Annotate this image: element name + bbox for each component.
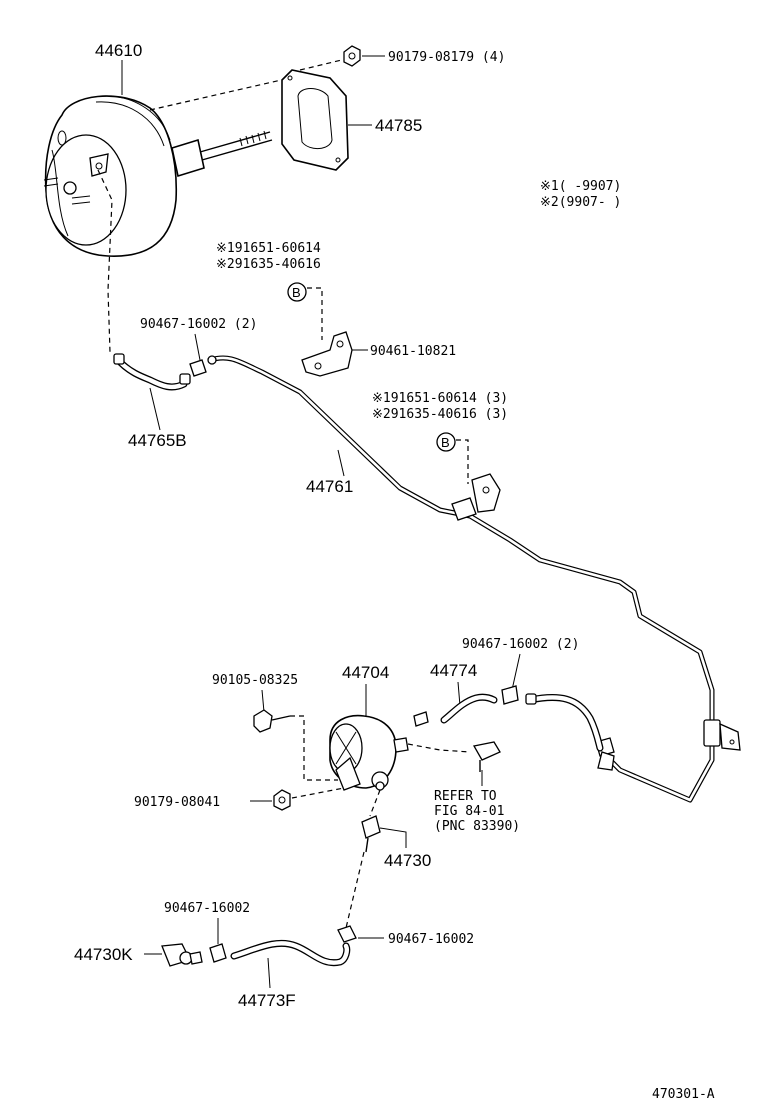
label-44773f: 44773F [238, 991, 296, 1010]
bolt [253, 709, 291, 733]
right-clip [501, 685, 519, 705]
hose-44765b [113, 353, 191, 391]
valve-k [161, 943, 203, 967]
label-44761: 44761 [306, 477, 353, 496]
clip-single-b [337, 925, 357, 943]
label-44730k: 44730K [74, 945, 133, 964]
hose-44774 [440, 693, 498, 724]
label-90179-08041: 90179-08041 [134, 795, 220, 810]
marker-b-circle [287, 282, 307, 302]
clip-single-a [209, 943, 227, 963]
clip-pair [189, 359, 207, 377]
label-clip-single-b: 90467-16002 [388, 932, 474, 947]
label-44785: 44785 [375, 116, 422, 135]
label-clip-pair-2: 90467-16002 (2) [462, 637, 579, 652]
label-44610: 44610 [95, 41, 142, 60]
vacuum-pipe [207, 355, 741, 803]
label-90179-08179: 90179-08179 (4) [388, 50, 505, 65]
note-2: ※2(9907- ) [540, 195, 621, 210]
sensor-port [472, 741, 501, 772]
small-clip-left [413, 711, 429, 727]
pump-nut [273, 789, 291, 811]
label-refer-1: REFER TO [434, 789, 497, 804]
clamp-bracket [301, 331, 353, 377]
marker-b2: B [441, 435, 450, 450]
vacuum-pump [329, 714, 409, 791]
marker-b2-circle [436, 432, 456, 452]
brake-booster [43, 95, 273, 257]
label-clip-pair: 90467-16002 (2) [140, 317, 257, 332]
label-clamp-b-2: ※291635-40616 (3) [372, 407, 508, 422]
label-44730: 44730 [384, 851, 431, 870]
check-valve [361, 781, 385, 853]
label-clamp-b-1: ※191651-60614 (3) [372, 391, 508, 406]
label-refer-3: (PNC 83390) [434, 819, 520, 834]
label-clip-single-a: 90467-16002 [164, 901, 250, 916]
label-44704: 44704 [342, 663, 389, 682]
label-clamp-a-1: ※191651-60614 [216, 241, 321, 256]
label-refer-2: FIG 84-01 [434, 804, 504, 819]
gasket [281, 69, 349, 171]
right-hose [525, 693, 604, 752]
label-90461-10821: 90461-10821 [370, 344, 456, 359]
label-clamp-a-2: ※291635-40616 [216, 257, 321, 272]
fig-code: 470301-A [652, 1087, 715, 1102]
hose-44773f [230, 939, 351, 967]
label-44774: 44774 [430, 661, 477, 680]
marker-b: B [292, 285, 301, 300]
booster-nut [343, 45, 361, 67]
label-44765b: 44765B [128, 431, 187, 450]
label-90105-08325: 90105-08325 [212, 673, 298, 688]
note-1: ※1( -9907) [540, 179, 621, 194]
